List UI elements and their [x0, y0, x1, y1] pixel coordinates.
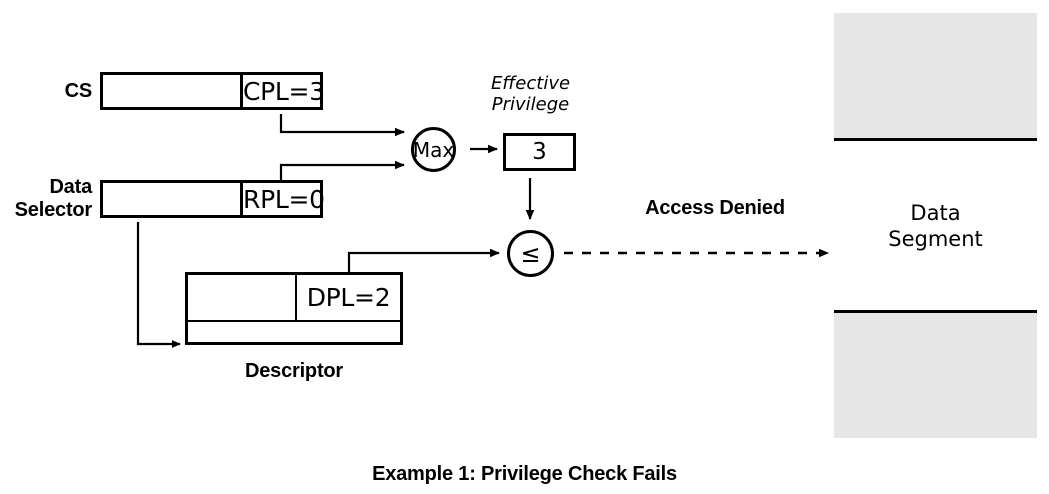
wire-selector-to-descriptor	[136, 222, 181, 348]
max-operator-label: Max	[412, 137, 455, 162]
figure-caption-text: Example 1: Privilege Check Fails	[372, 463, 677, 485]
figure-caption: Example 1: Privilege Check Fails	[0, 463, 1049, 486]
cs-register-box: CPL=3	[100, 72, 325, 112]
effective-privilege-value-box: 3	[503, 133, 576, 171]
cs-cpl-cell: CPL=3	[240, 75, 325, 107]
descriptor-top-row: DPL=2	[188, 275, 400, 322]
access-denied-label: Access Denied	[600, 197, 830, 220]
effective-privilege-label-line1: Effective	[490, 73, 571, 94]
cs-label: CS	[40, 80, 93, 103]
data-segment-line2: Segment	[888, 226, 983, 251]
memory-region-above	[834, 13, 1037, 138]
descriptor-blank-cell	[188, 275, 295, 320]
descriptor-bottom-row	[188, 322, 400, 342]
selector-rpl-cell: RPL=0	[240, 183, 325, 215]
descriptor-label-text: Descriptor	[244, 360, 344, 382]
wire-descriptor-to-compare	[347, 248, 500, 272]
data-selector-box: RPL=0	[100, 180, 325, 220]
compare-operator-circle: ≤	[507, 230, 554, 277]
memory-column: Data Segment	[834, 13, 1037, 438]
cs-blank-cell	[103, 75, 240, 107]
effective-privilege-label: Effective Privilege	[478, 73, 583, 115]
descriptor-label: Descriptor	[185, 360, 403, 383]
data-selector-label-line2: Selector	[14, 199, 93, 221]
effective-privilege-value: 3	[532, 139, 547, 165]
data-segment-line1: Data	[910, 200, 961, 225]
cs-label-text: CS	[64, 80, 93, 102]
compare-operator-label: ≤	[520, 239, 541, 268]
data-segment-region: Data Segment	[834, 138, 1037, 313]
access-denied-text: Access Denied	[645, 197, 785, 219]
wire-cs-to-max	[279, 114, 405, 137]
max-operator-circle: Max	[411, 127, 456, 172]
selector-blank-cell	[103, 183, 240, 215]
data-selector-label: Data Selector	[5, 176, 93, 222]
descriptor-box: DPL=2	[185, 272, 405, 347]
descriptor-dpl-cell: DPL=2	[295, 275, 400, 320]
effective-privilege-label-line2: Privilege	[491, 94, 570, 115]
data-selector-label-line1: Data	[49, 176, 92, 198]
memory-region-below	[834, 313, 1037, 438]
